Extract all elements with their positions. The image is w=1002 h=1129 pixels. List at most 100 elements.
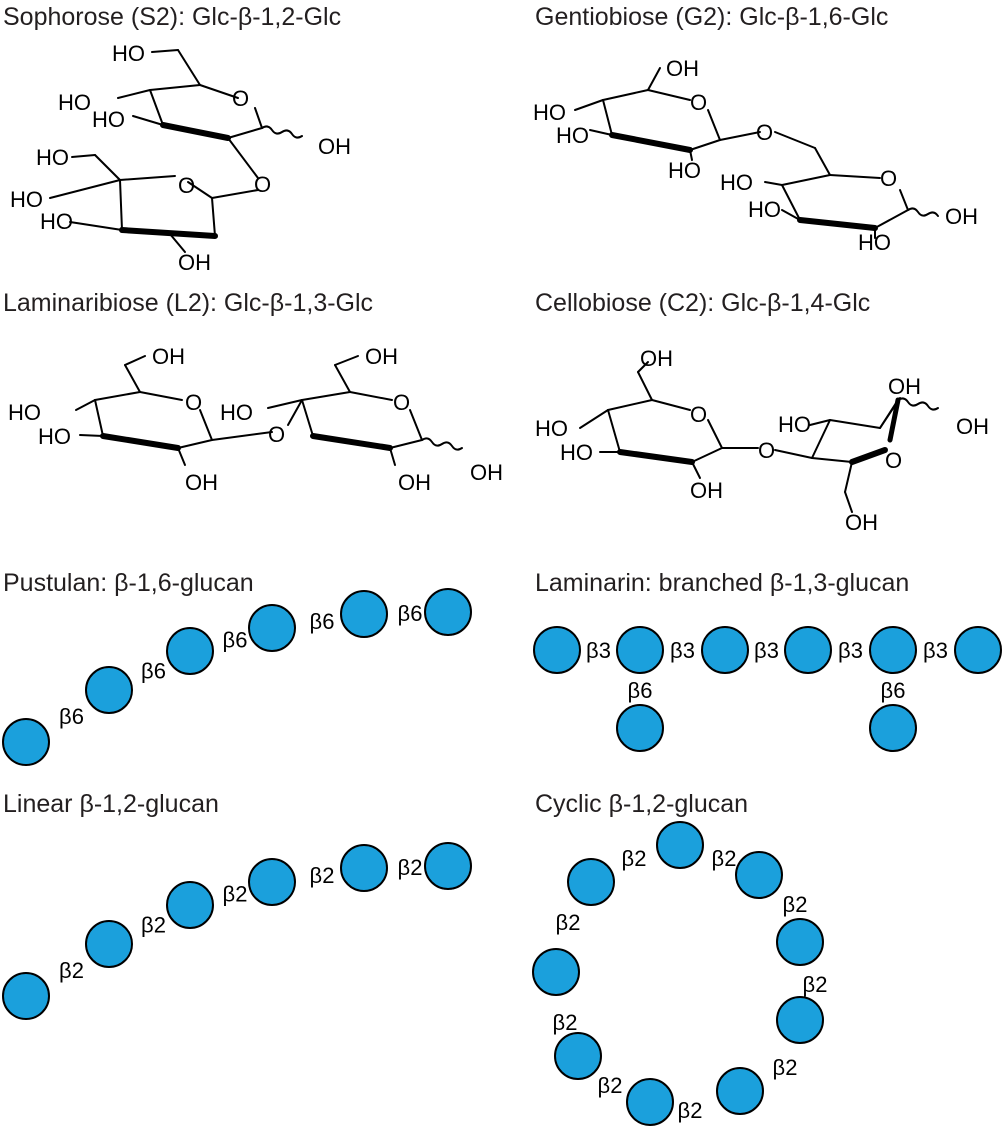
svg-text:OH: OH xyxy=(152,344,185,369)
svg-text:HO: HO xyxy=(720,170,753,195)
svg-text:HO: HO xyxy=(38,424,71,449)
pustulan-link-label: β6 xyxy=(310,609,335,634)
laminarin-link-label: β3 xyxy=(754,638,779,663)
cyclic-b12-residue xyxy=(776,996,824,1044)
svg-text:HO: HO xyxy=(92,107,125,132)
svg-text:O: O xyxy=(690,402,707,427)
pustulan-link-label: β6 xyxy=(59,704,84,729)
laminarin-branch-link-label: β6 xyxy=(628,678,653,703)
cyclic-b12-residue xyxy=(554,1032,602,1080)
cyclic-b12-residue xyxy=(656,821,704,869)
pustulan-residue xyxy=(424,588,472,636)
laminarin-branch-residue xyxy=(616,704,664,752)
laminarin-residue xyxy=(784,626,832,674)
linear-b12-residue xyxy=(166,881,214,929)
laminarin-branch-link-label: β6 xyxy=(881,678,906,703)
linear-b12-residue xyxy=(340,844,388,892)
laminarin-link-label: β3 xyxy=(923,638,948,663)
svg-text:OH: OH xyxy=(888,374,921,399)
linear-b12-residue xyxy=(85,920,133,968)
linear-b12-link-label: β2 xyxy=(59,958,84,983)
laminarin-link-label: β3 xyxy=(838,638,863,663)
svg-text:O: O xyxy=(756,120,773,145)
svg-text:O: O xyxy=(880,166,897,191)
svg-text:HO: HO xyxy=(533,100,566,125)
cyclic-b12-link-label: β2 xyxy=(773,1055,798,1080)
svg-text:HO: HO xyxy=(778,412,811,437)
cyclic-b12-link-label: β2 xyxy=(803,972,828,997)
linear-b12-link-label: β2 xyxy=(398,855,423,880)
pustulan-residue xyxy=(85,666,133,714)
pustulan-link-label: β6 xyxy=(141,659,166,684)
cyclic-b12-link-label: β2 xyxy=(622,846,647,871)
cyclic-b12-glucan-title: Cyclic β-1,2-glucan xyxy=(535,790,749,818)
gentiobiose-structure: OH O HO HO O HO O HO HO OH HO xyxy=(533,56,978,255)
linear-b12-residue xyxy=(248,858,296,906)
cyclic-b12-link-label: β2 xyxy=(598,1073,623,1098)
cellobiose-structure: OH OH O HO OH HO HO O O OH OH xyxy=(535,346,989,535)
svg-text:O: O xyxy=(268,422,285,447)
svg-text:HO: HO xyxy=(8,400,41,425)
pustulan-residue xyxy=(248,604,296,652)
svg-text:OH: OH xyxy=(666,56,699,81)
linear-b12-residue xyxy=(424,842,472,890)
svg-text:HO: HO xyxy=(40,209,73,234)
svg-text:O: O xyxy=(254,172,271,197)
svg-text:OH: OH xyxy=(945,204,978,229)
svg-text:OH: OH xyxy=(365,344,398,369)
linear-b12-glucan-title: Linear β-1,2-glucan xyxy=(3,790,219,818)
svg-text:O: O xyxy=(185,390,202,415)
pustulan-link-label: β6 xyxy=(398,601,423,626)
svg-text:HO: HO xyxy=(748,197,781,222)
svg-text:O: O xyxy=(690,90,707,115)
linear-b12-residue xyxy=(2,972,50,1020)
svg-text:O: O xyxy=(885,448,902,473)
cyclic-b12-link-label: β2 xyxy=(678,1098,703,1123)
cellobiose-title: Cellobiose (C2): Glc-β-1,4-Glc xyxy=(535,289,871,317)
svg-text:HO: HO xyxy=(535,416,568,441)
svg-text:O: O xyxy=(758,438,775,463)
svg-text:O: O xyxy=(393,390,410,415)
svg-text:HO: HO xyxy=(858,230,891,255)
svg-text:OH: OH xyxy=(640,346,673,371)
cyclic-b12-link-label: β2 xyxy=(553,1010,578,1035)
laminarin-link-label: β3 xyxy=(586,638,611,663)
svg-text:OH: OH xyxy=(956,414,989,439)
cyclic-b12-residue xyxy=(716,1067,764,1115)
svg-text:HO: HO xyxy=(10,187,43,212)
svg-text:HO: HO xyxy=(556,123,589,148)
laminaribiose-title: Laminaribiose (L2): Glc-β-1,3-Glc xyxy=(3,289,374,317)
laminarin-residue xyxy=(701,626,749,674)
svg-text:OH: OH xyxy=(185,470,218,495)
cyclic-b12-residue xyxy=(626,1078,674,1126)
svg-text:O: O xyxy=(178,173,195,198)
laminarin-residue xyxy=(954,626,1002,674)
svg-text:OH: OH xyxy=(318,134,351,159)
laminaribiose-structure: OH OH O O HO HO HO O OH OH OH xyxy=(8,344,503,495)
gentiobiose-title: Gentiobiose (G2): Glc-β-1,6-Glc xyxy=(535,3,889,31)
svg-text:HO: HO xyxy=(112,41,145,66)
cyclic-b12-residue xyxy=(532,948,580,996)
svg-text:OH: OH xyxy=(470,460,503,485)
laminarin-residue xyxy=(533,626,581,674)
svg-text:HO: HO xyxy=(668,158,701,183)
laminarin-residue xyxy=(869,626,917,674)
svg-text:HO: HO xyxy=(560,440,593,465)
linear-b12-link-label: β2 xyxy=(310,863,335,888)
pustulan-residue xyxy=(340,590,388,638)
cyclic-b12-residue xyxy=(776,918,824,966)
svg-text:OH: OH xyxy=(178,250,211,275)
cyclic-b12-residue xyxy=(735,851,783,899)
svg-text:HO: HO xyxy=(36,145,69,170)
svg-text:OH: OH xyxy=(398,470,431,495)
laminarin-link-label: β3 xyxy=(670,638,695,663)
laminarin-branch-residue xyxy=(869,704,917,752)
pustulan-link-label: β6 xyxy=(223,628,248,653)
pustulan-residue xyxy=(2,718,50,766)
svg-text:OH: OH xyxy=(690,478,723,503)
cyclic-b12-link-label: β2 xyxy=(783,892,808,917)
laminarin-title: Laminarin: branched β-1,3-glucan xyxy=(535,569,910,597)
pustulan-residue xyxy=(166,627,214,675)
cyclic-b12-link-label: β2 xyxy=(712,846,737,871)
